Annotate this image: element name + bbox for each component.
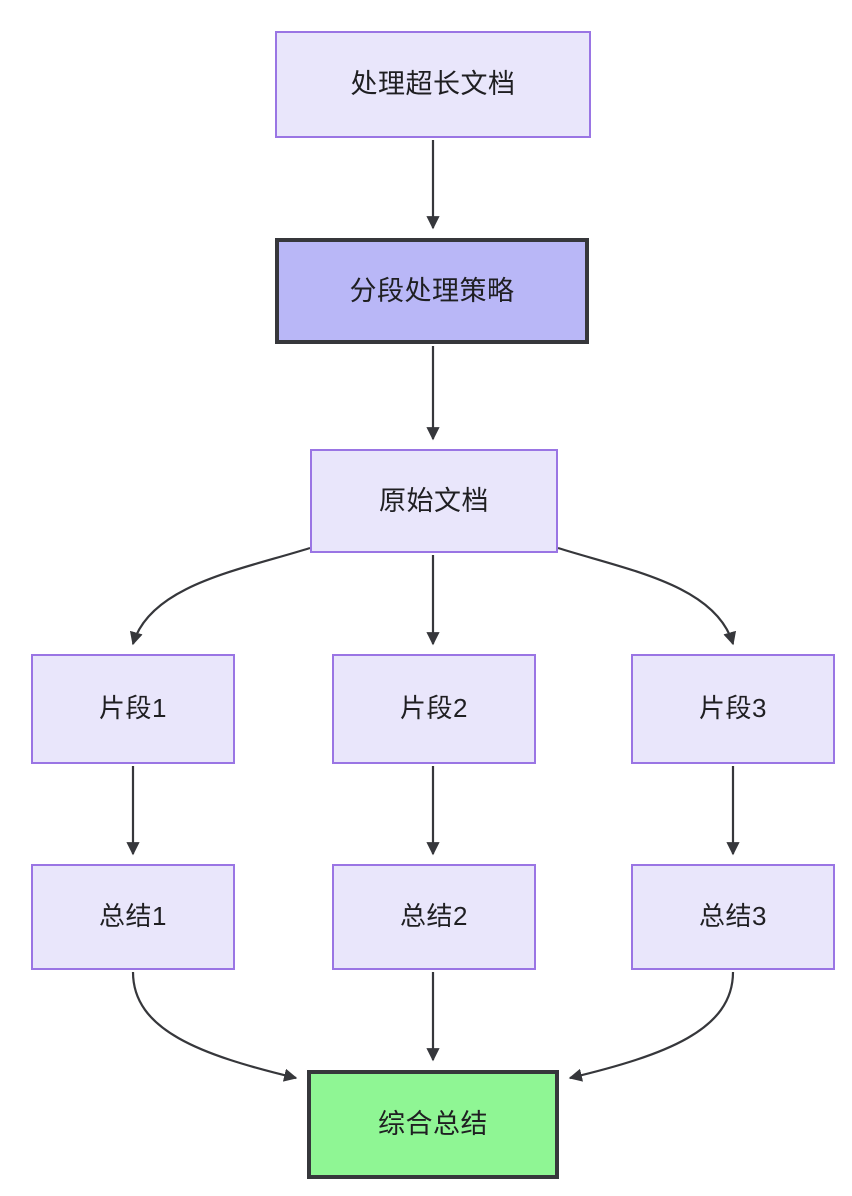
node-label: 原始文档 — [379, 485, 489, 516]
node-label: 总结1 — [99, 901, 167, 932]
node-summary-3[interactable]: 总结3 — [631, 864, 835, 970]
node-label: 片段3 — [699, 693, 767, 724]
node-original-document[interactable]: 原始文档 — [310, 449, 558, 553]
node-fragment-3[interactable]: 片段3 — [631, 654, 835, 764]
node-fragment-1[interactable]: 片段1 — [31, 654, 235, 764]
node-summary-1[interactable]: 总结1 — [31, 864, 235, 970]
edge-n9-n10 — [568, 971, 735, 1082]
node-summary-2[interactable]: 总结2 — [332, 864, 536, 970]
node-label: 综合总结 — [378, 1109, 488, 1140]
node-label: 分段处理策略 — [349, 275, 515, 306]
node-chunking-strategy[interactable]: 分段处理策略 — [275, 238, 589, 344]
node-process-long-document[interactable]: 处理超长文档 — [275, 31, 591, 138]
node-label: 处理超长文档 — [350, 69, 516, 100]
edge-n3-n4 — [129, 546, 311, 646]
edge-n7-n10 — [131, 971, 298, 1082]
node-label: 总结2 — [400, 901, 468, 932]
node-label: 片段2 — [400, 693, 468, 724]
node-comprehensive-summary[interactable]: 综合总结 — [307, 1070, 559, 1179]
node-label: 总结3 — [699, 901, 767, 932]
node-fragment-2[interactable]: 片段2 — [332, 654, 536, 764]
edge-n3-n6 — [557, 546, 737, 646]
node-label: 片段1 — [99, 693, 167, 724]
